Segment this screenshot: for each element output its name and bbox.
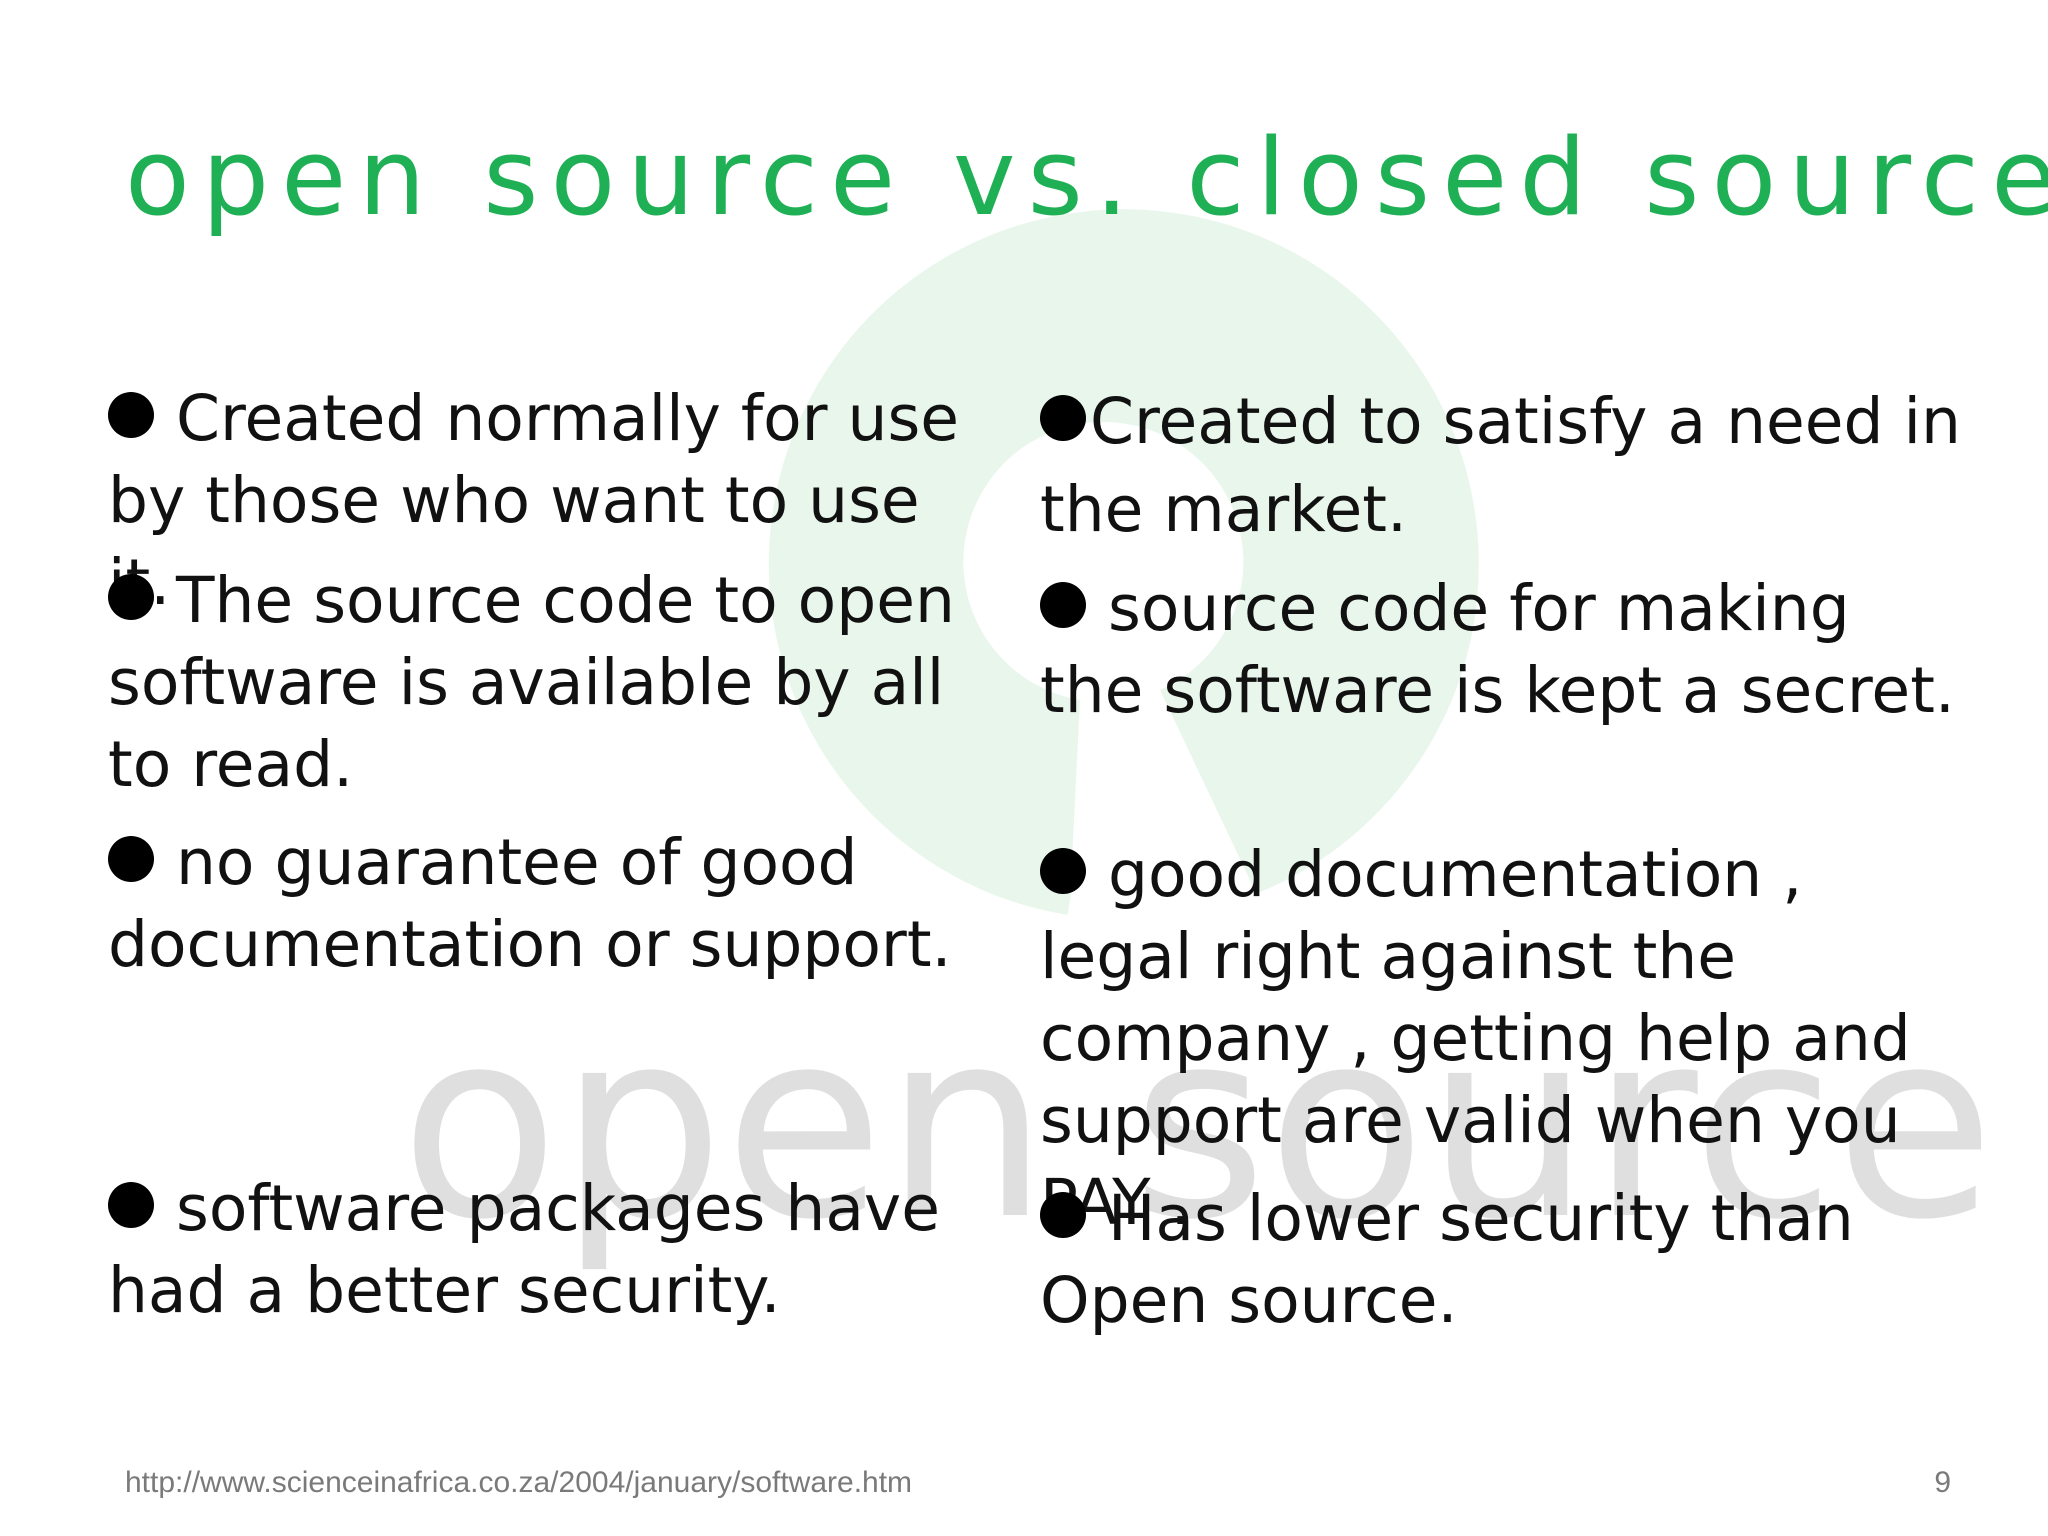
list-item-text: Has lower security than Open source. [1040,1182,1854,1337]
bullet-icon [1040,395,1086,441]
bullet-icon [1040,848,1086,894]
bullet-icon [108,392,154,438]
list-item-text: The source code to open software is avai… [108,564,955,801]
bullet-icon [108,1182,154,1228]
list-item: Created normally for use by those who wa… [108,378,998,624]
list-item-text: no guarantee of good documentation or su… [108,826,952,981]
list-item-text: good documentation , legal right against… [1040,838,1911,1239]
bullet-icon [108,836,154,882]
list-item-text: Created normally for use by those who wa… [108,382,960,619]
list-item: no guarantee of good documentation or su… [108,822,998,986]
list-item-text: Created to satisfy a need in the market. [1040,385,1961,546]
list-item-text: source code for making the software is k… [1040,572,1955,727]
source-url: http://www.scienceinafrica.co.za/2004/ja… [125,1466,913,1499]
list-item: Created to satisfy a need in the market. [1040,378,1970,554]
slide-title: open source vs. closed source [125,116,2048,239]
list-item: The source code to open software is avai… [108,560,998,806]
list-item: software packages have had a better secu… [108,1168,998,1332]
list-item: source code for making the software is k… [1040,568,1970,732]
bullet-icon [1040,582,1086,628]
list-item-text: software packages have had a better secu… [108,1172,940,1327]
bullet-icon [108,574,154,620]
bullet-icon [1040,1192,1086,1238]
list-item: good documentation , legal right against… [1040,834,1970,1244]
page-number: 9 [1934,1466,1951,1499]
list-item: Has lower security than Open source. [1040,1178,1970,1342]
